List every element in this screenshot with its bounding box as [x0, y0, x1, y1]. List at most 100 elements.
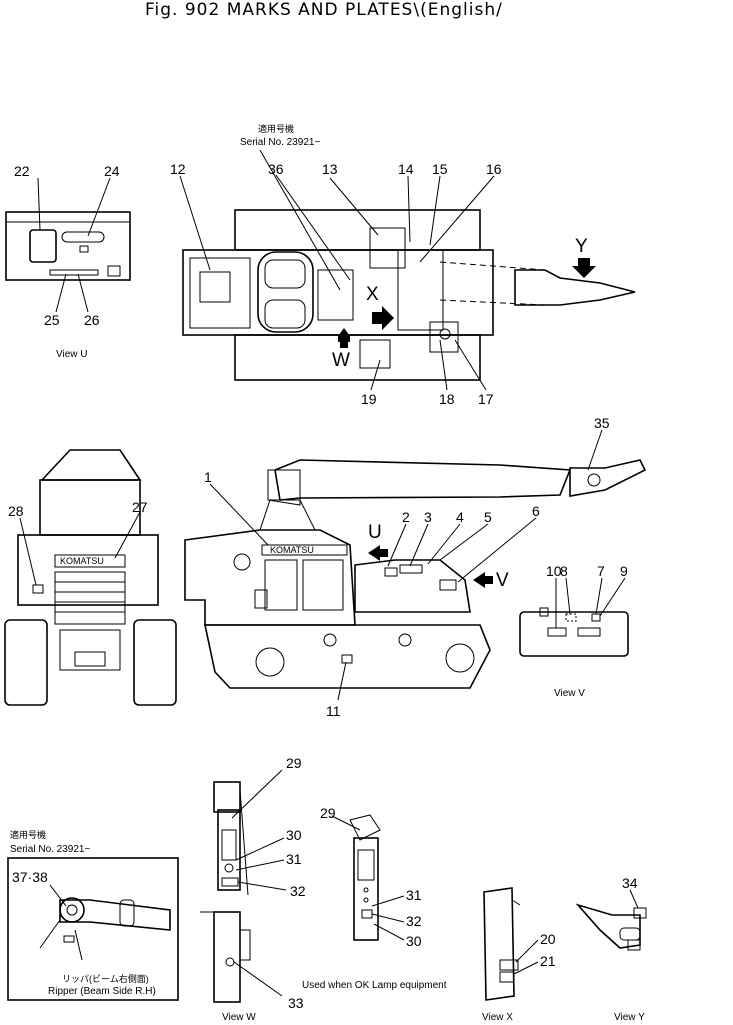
- arrow-u: [368, 545, 388, 561]
- side-view: KOMATSU U V 1 2 3 4 5 6 11: [184, 415, 647, 719]
- callout-27: 27: [132, 499, 148, 515]
- callout-21: 21: [540, 953, 556, 969]
- arrow-w-label: W: [332, 350, 350, 371]
- callout-8: 8: [560, 563, 568, 579]
- callout-12: 12: [170, 161, 186, 177]
- boom-top: [514, 269, 636, 306]
- cab-oval: [257, 251, 314, 333]
- callout-14: 14: [398, 161, 414, 177]
- plate-24: [61, 231, 105, 243]
- callout-26: 26: [84, 312, 100, 328]
- view-x-caption: View X: [482, 1012, 513, 1023]
- figure-title: Fig. 902 MARKS AND PLATES\(English/: [145, 0, 503, 20]
- boom-side: [274, 459, 572, 501]
- plate-25: [49, 269, 99, 276]
- callout-20: 20: [540, 931, 556, 947]
- view-v-caption: View V: [554, 688, 585, 699]
- serial-box-frame: [7, 857, 179, 1001]
- side-rear: [354, 559, 471, 613]
- arrow-v-label: V: [496, 570, 509, 591]
- callout-15: 15: [432, 161, 448, 177]
- callout-31-panel: 31: [406, 887, 422, 903]
- callout-32-w: 32: [290, 883, 306, 899]
- view-u-caption: View U: [56, 349, 88, 360]
- callout-9: 9: [620, 563, 628, 579]
- view-w-column-lower: [213, 911, 241, 1003]
- plate-34: [633, 907, 647, 919]
- callout-4: 4: [456, 509, 464, 525]
- view-u: 22 24 25 26 View U: [5, 163, 131, 360]
- callout-37-38: 37·38: [12, 869, 48, 885]
- front-komatsu-text: KOMATSU: [60, 556, 104, 566]
- arrow-u-label: U: [368, 522, 382, 543]
- callout-22: 22: [14, 163, 30, 179]
- callout-36: 36: [268, 161, 284, 177]
- callout-13: 13: [322, 161, 338, 177]
- front-grille: [54, 571, 126, 625]
- callout-11: 11: [326, 703, 341, 719]
- serial-box-jp: 適用号機: [10, 829, 46, 840]
- front-fan-top: [40, 449, 142, 481]
- top-plan-view: 適用号機 Serial No. 23921~ Y X W: [170, 123, 636, 407]
- front-track-left: [4, 619, 48, 706]
- ripper-beam: [59, 899, 171, 931]
- arrow-y: [572, 258, 596, 278]
- front-komatsu-plate: [54, 554, 126, 568]
- callout-2: 2: [402, 509, 410, 525]
- serial-top-jp: 適用号機: [258, 123, 294, 134]
- view-u-panel: [5, 211, 131, 281]
- view-v: 10 8 7 9 View V: [519, 563, 629, 699]
- callout-31-w: 31: [286, 851, 302, 867]
- front-track-right: [133, 619, 177, 706]
- callout-17: 17: [478, 391, 494, 407]
- view-y: 34 View Y: [575, 875, 647, 1023]
- callout-29-w: 29: [286, 755, 302, 771]
- panel-detail-column: [353, 837, 379, 941]
- callout-3: 3: [424, 509, 432, 525]
- callout-25: 25: [44, 312, 60, 328]
- ripper-serial-box: 適用号機 Serial No. 23921~ 37·38 リッパ(ビーム右側面)…: [7, 829, 179, 1001]
- callout-32-panel: 32: [406, 913, 422, 929]
- view-y-shape: [575, 903, 641, 949]
- ripper-jp: リッパ(ビーム右側面): [62, 973, 149, 984]
- callout-18: 18: [439, 391, 455, 407]
- front-body: [17, 534, 159, 606]
- serial-top-text: Serial No. 23921~: [240, 137, 320, 148]
- plate-22: [29, 229, 57, 263]
- view-w-column-upper: [217, 809, 241, 891]
- arrow-y-label: Y: [575, 236, 588, 257]
- plate-10: [547, 627, 567, 637]
- plate-7: [591, 613, 601, 622]
- arrow-x: [372, 306, 394, 330]
- callout-30-panel: 30: [406, 933, 422, 949]
- callout-6: 6: [532, 503, 540, 519]
- callout-29-panel: 29: [320, 805, 336, 821]
- ripper-en: Ripper (Beam Side R.H): [48, 986, 156, 997]
- view-x: 20 21 View X: [482, 887, 556, 1023]
- track-bottom: [234, 334, 481, 381]
- callout-24: 24: [104, 163, 120, 179]
- used-when-note: Used when OK Lamp equipment: [302, 980, 447, 991]
- side-komatsu-plate: [261, 544, 348, 556]
- track-top: [234, 209, 481, 251]
- callout-28: 28: [8, 503, 24, 519]
- panel-detail: 29 31 32 30: [320, 805, 422, 949]
- view-v-panel: [519, 611, 629, 657]
- plate-8: [565, 613, 577, 622]
- view-y-caption: View Y: [614, 1012, 645, 1023]
- callout-10: 10: [546, 563, 562, 579]
- callout-5: 5: [484, 509, 492, 525]
- callout-35: 35: [594, 415, 610, 431]
- front-view: KOMATSU 28 27: [4, 449, 177, 706]
- arrow-v: [473, 572, 493, 588]
- arrow-x-label: X: [366, 284, 379, 305]
- callout-19: 19: [361, 391, 377, 407]
- view-x-column: [483, 887, 515, 1001]
- side-komatsu-text: KOMATSU: [270, 545, 314, 555]
- radiator-plate: [189, 257, 251, 329]
- callout-34: 34: [622, 875, 638, 891]
- callout-33: 33: [288, 995, 304, 1011]
- side-track: [204, 624, 491, 689]
- body-outline: [182, 249, 494, 336]
